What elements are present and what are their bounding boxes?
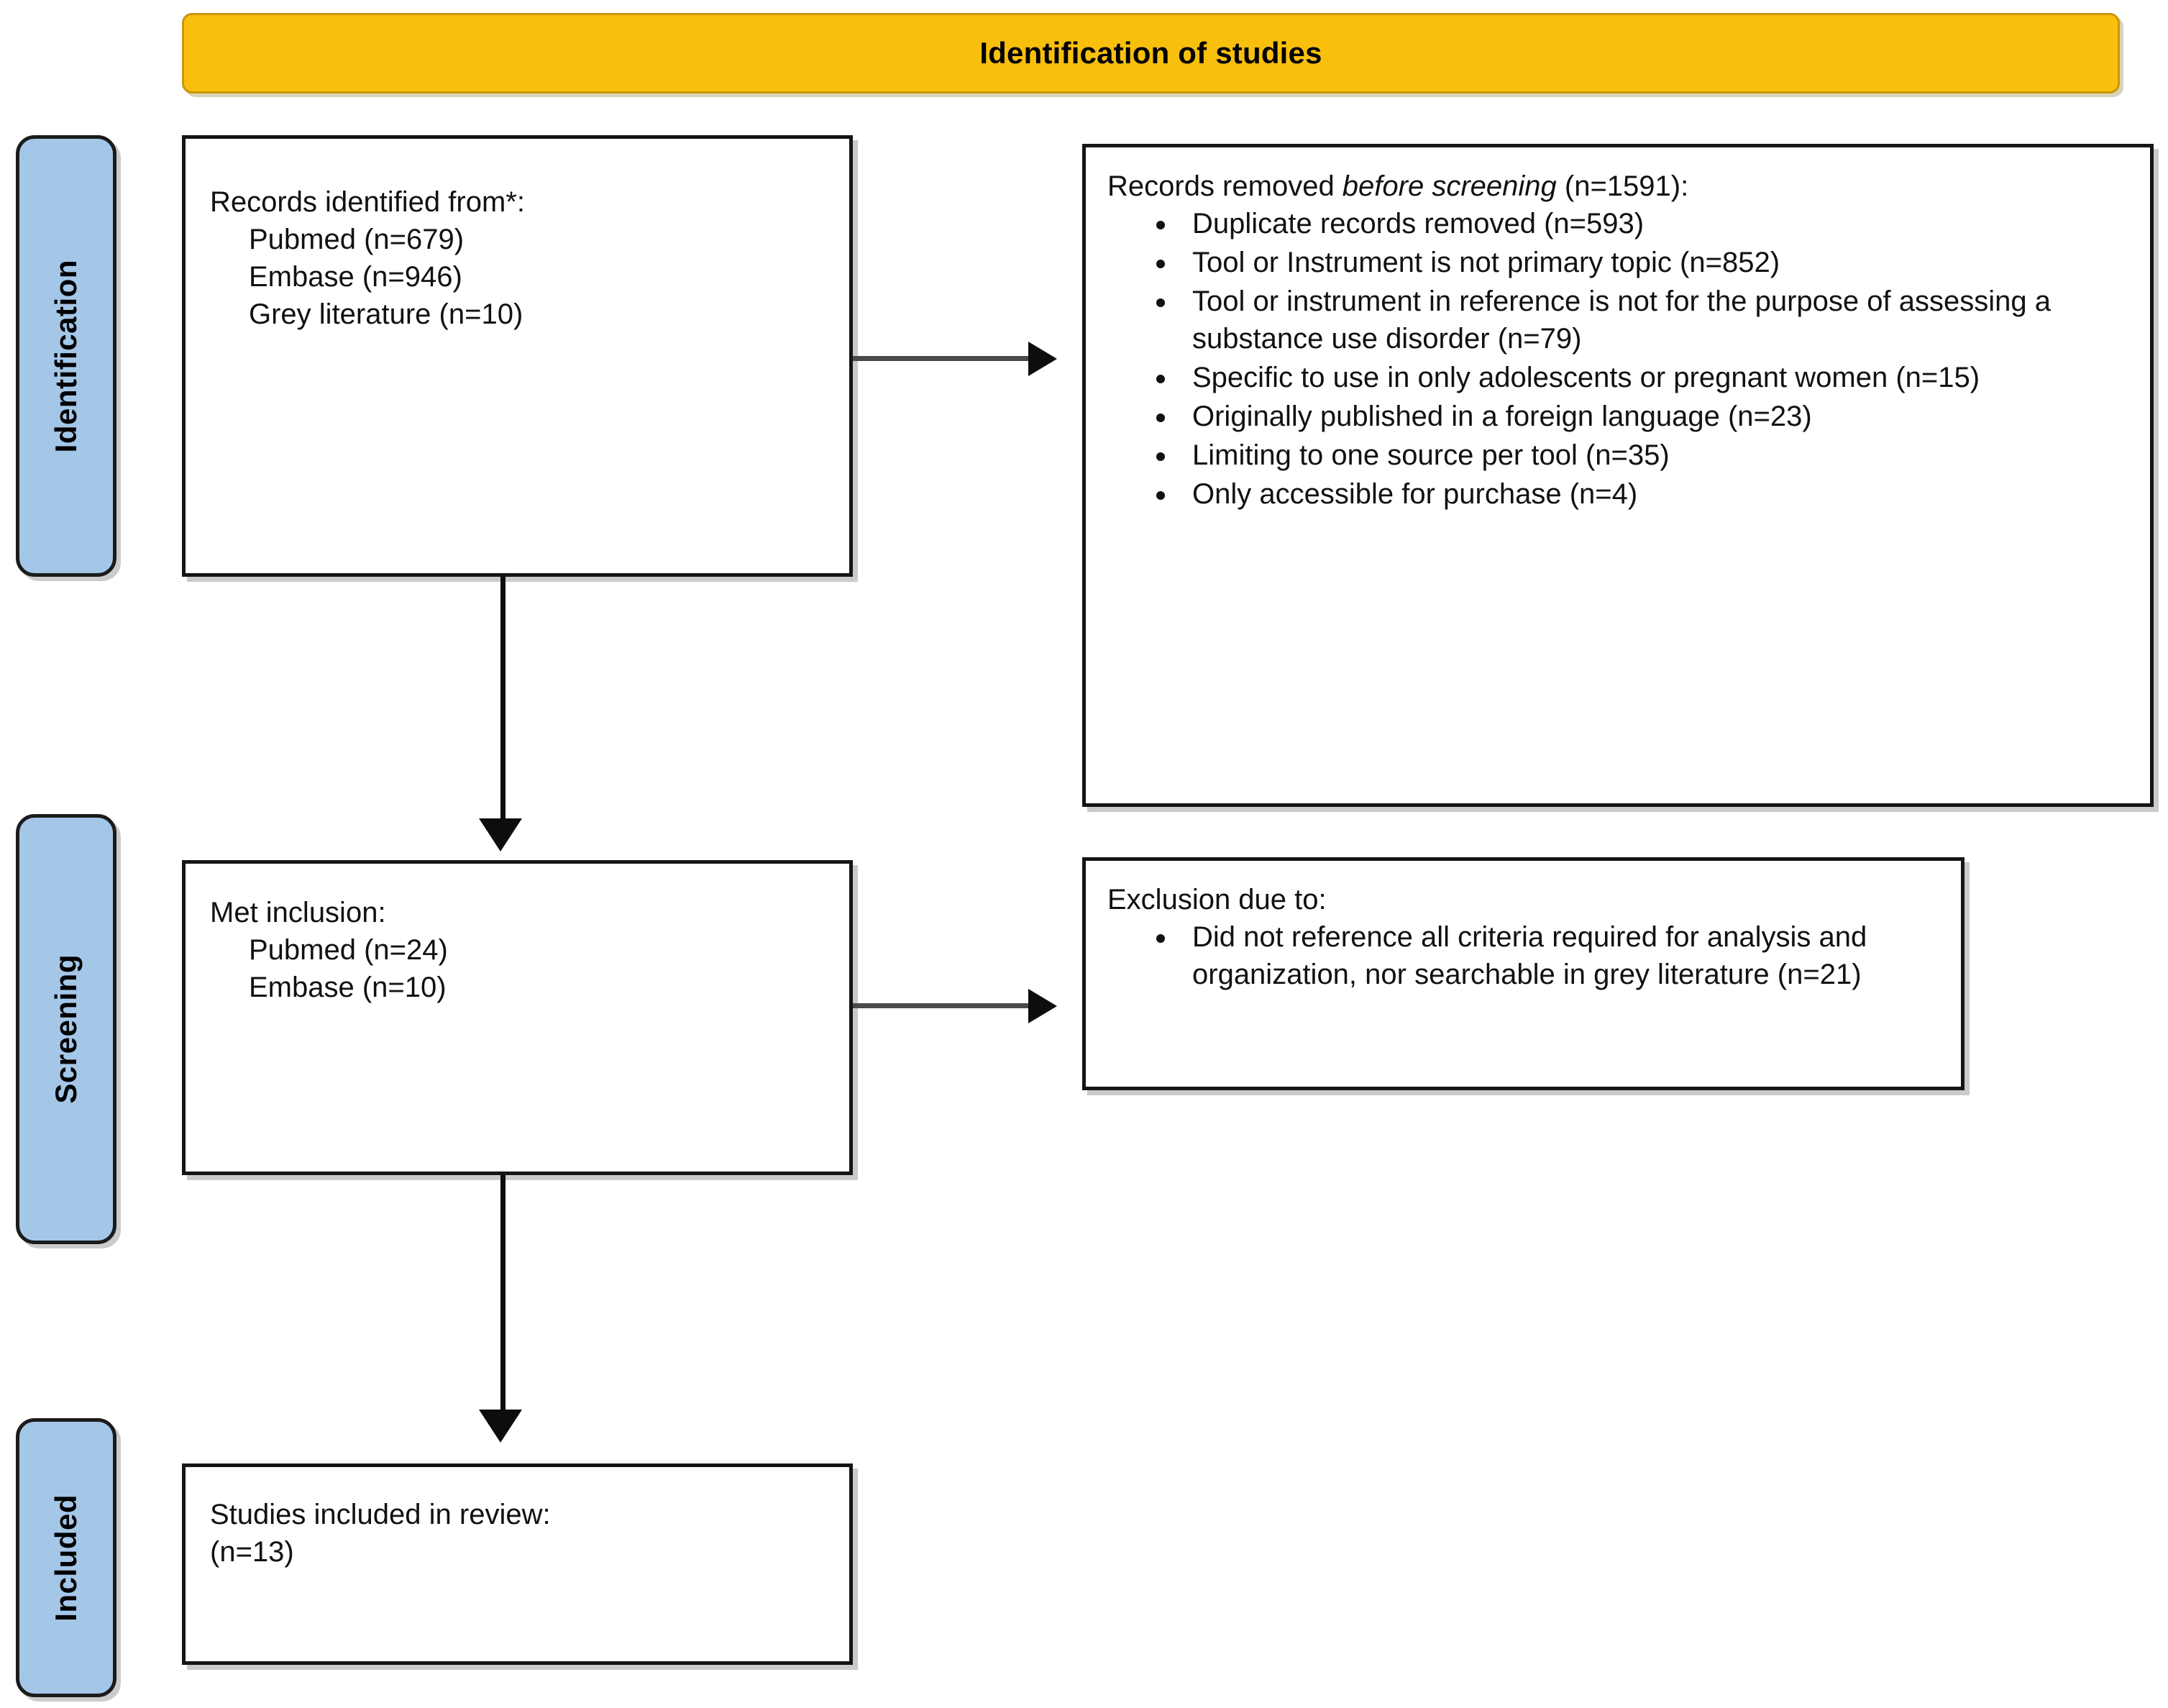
records-removed-bullet: Limiting to one source per tool (n=35) <box>1107 437 2131 474</box>
box-met-inclusion: Met inclusion: Pubmed (n=24) Embase (n=1… <box>182 860 853 1175</box>
studies-included-count: (n=13) <box>210 1536 294 1568</box>
box-records-removed-before-screening: Records removed before screening (n=1591… <box>1082 144 2154 807</box>
records-removed-bullet: Originally published in a foreign langua… <box>1107 398 2131 435</box>
box-studies-included-in-review: Studies included in review: (n=13) <box>182 1463 853 1665</box>
stage-label-screening: Screening <box>16 814 116 1244</box>
box-records-identified: Records identified from*: Pubmed (n=679)… <box>182 135 853 577</box>
phase-banner-title: Identification of studies <box>979 36 1322 70</box>
stage-label-identification-text: Identification <box>49 259 83 453</box>
arrow-inclusion-to-exclusion-head-icon <box>1028 989 1057 1023</box>
records-identified-line-grey-literature: Grey literature (n=10) <box>249 298 523 330</box>
records-removed-bullet: Tool or Instrument is not primary topic … <box>1107 244 2131 281</box>
stage-label-identification: Identification <box>16 135 116 577</box>
stage-label-included: Included <box>16 1418 116 1697</box>
met-inclusion-heading: Met inclusion: <box>210 897 386 928</box>
records-removed-heading-italic: before screening <box>1342 170 1557 202</box>
met-inclusion-line-pubmed: Pubmed (n=24) <box>249 934 448 966</box>
records-removed-bullet: Duplicate records removed (n=593) <box>1107 205 2131 242</box>
phase-banner-identification-of-studies: Identification of studies <box>182 13 2120 93</box>
arrow-inclusion-to-exclusion-line <box>853 1003 1033 1008</box>
records-removed-bullet-list: Duplicate records removed (n=593) Tool o… <box>1107 205 2131 513</box>
records-removed-bullet: Only accessible for purchase (n=4) <box>1107 475 2131 513</box>
records-removed-heading: Records removed before screening (n=1591… <box>1107 168 2131 205</box>
records-removed-heading-suffix: (n=1591): <box>1556 170 1689 202</box>
arrow-inclusion-to-studies-line <box>500 1175 506 1412</box>
records-removed-bullet: Tool or instrument in reference is not f… <box>1107 283 2131 357</box>
records-removed-bullet: Specific to use in only adolescents or p… <box>1107 359 2131 396</box>
box-exclusion-due-to: Exclusion due to: Did not reference all … <box>1082 857 1965 1090</box>
exclusion-due-to-heading: Exclusion due to: <box>1107 884 1327 915</box>
studies-included-heading: Studies included in review: <box>210 1499 551 1530</box>
exclusion-due-to-bullet: Did not reference all criteria required … <box>1107 918 1944 993</box>
exclusion-due-to-bullet-list: Did not reference all criteria required … <box>1107 918 1944 993</box>
arrow-identified-to-inclusion-line <box>500 577 506 821</box>
records-identified-line-pubmed: Pubmed (n=679) <box>249 224 465 255</box>
records-identified-line-embase: Embase (n=946) <box>249 261 462 293</box>
arrow-identified-to-removed-head-icon <box>1028 342 1057 376</box>
stage-label-included-text: Included <box>49 1494 83 1622</box>
stage-label-screening-text: Screening <box>49 954 83 1104</box>
met-inclusion-line-embase: Embase (n=10) <box>249 972 447 1003</box>
arrow-identified-to-inclusion-head-icon <box>479 818 522 851</box>
records-removed-heading-prefix: Records removed <box>1107 170 1343 202</box>
records-identified-heading: Records identified from*: <box>210 186 525 218</box>
arrow-identified-to-removed-line <box>853 356 1033 361</box>
arrow-inclusion-to-studies-head-icon <box>479 1410 522 1443</box>
